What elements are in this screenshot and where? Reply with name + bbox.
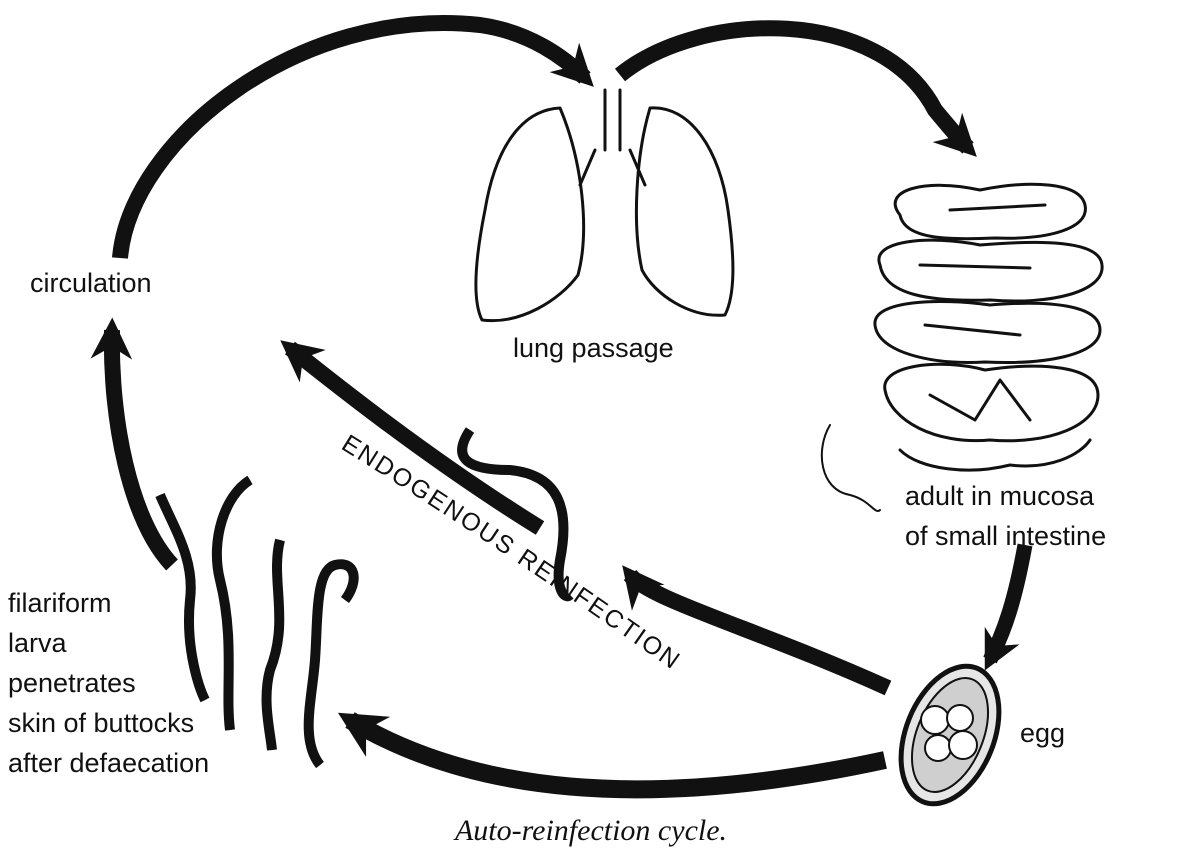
label-larva-line3: penetrates	[8, 668, 136, 698]
lungs-icon	[476, 90, 733, 321]
arrow-circulation-to-lungs	[120, 23, 585, 258]
label-circulation: circulation	[30, 268, 152, 298]
label-lung-passage: lung passage	[513, 333, 674, 363]
arrow-larva-to-circulation	[112, 330, 172, 565]
label-adult-line2: of small intestine	[905, 521, 1106, 551]
label-larva-line2: larva	[8, 628, 68, 658]
small-intestine-icon	[822, 184, 1102, 511]
arrow-egg-to-larva	[350, 720, 885, 789]
egg-icon	[882, 652, 1018, 818]
label-larva-line1: filariform	[8, 588, 112, 618]
arrow-intestine-to-egg	[990, 545, 1025, 660]
label-larva-line5: after defaecation	[8, 748, 209, 778]
label-larva-line4: skin of buttocks	[8, 708, 194, 738]
arrow-lungs-to-intestine	[620, 28, 968, 148]
label-adult-line1: adult in mucosa	[905, 481, 1095, 511]
label-egg: egg	[1020, 718, 1065, 748]
caption: Auto-reinfection cycle.	[453, 814, 727, 847]
